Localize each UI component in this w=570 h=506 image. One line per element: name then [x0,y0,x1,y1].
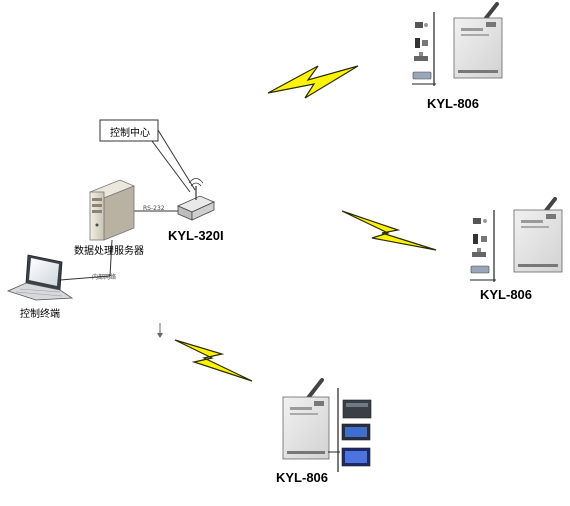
gateway-model-label: KYL-320I [168,228,224,243]
connection-lines [59,210,178,281]
rtu-device-3 [282,378,376,472]
valve-icon [414,52,428,61]
control-panel-icon [342,399,372,419]
rtu-device-1 [412,2,503,86]
control-center-label: 控制中心 [110,128,150,139]
server-tower-icon [88,179,136,241]
small-arrow-icon [157,323,163,338]
sensor-icon [473,234,487,244]
rtu-device-2 [470,197,563,282]
device-2-label: KYL-806 [480,287,533,302]
sensor-icon [473,218,487,224]
lightning-bolt-icon [341,210,437,251]
rs232-label: RS-232 [143,205,165,212]
flow-meter-icon [470,265,490,274]
lightning-bolt-icon [267,65,359,99]
control-center-callout [99,119,196,193]
terminal-label: 控制终端 [20,309,60,320]
lan-label: 内部网络 [92,274,117,281]
device-3-label: KYL-806 [276,470,329,485]
sensor-icon [415,38,428,48]
wireless-modem-icon [177,178,215,221]
valve-icon [472,248,486,257]
monitor-screen-icon [341,447,371,467]
server-label: 数据处理服务器 [74,246,144,257]
monitor-screen-icon [341,423,371,441]
laptop-icon [6,254,74,301]
sensor-icon [415,22,428,28]
lightning-bolt-icon [174,339,253,382]
flow-meter-icon [412,71,432,80]
device-1-label: KYL-806 [427,96,480,111]
